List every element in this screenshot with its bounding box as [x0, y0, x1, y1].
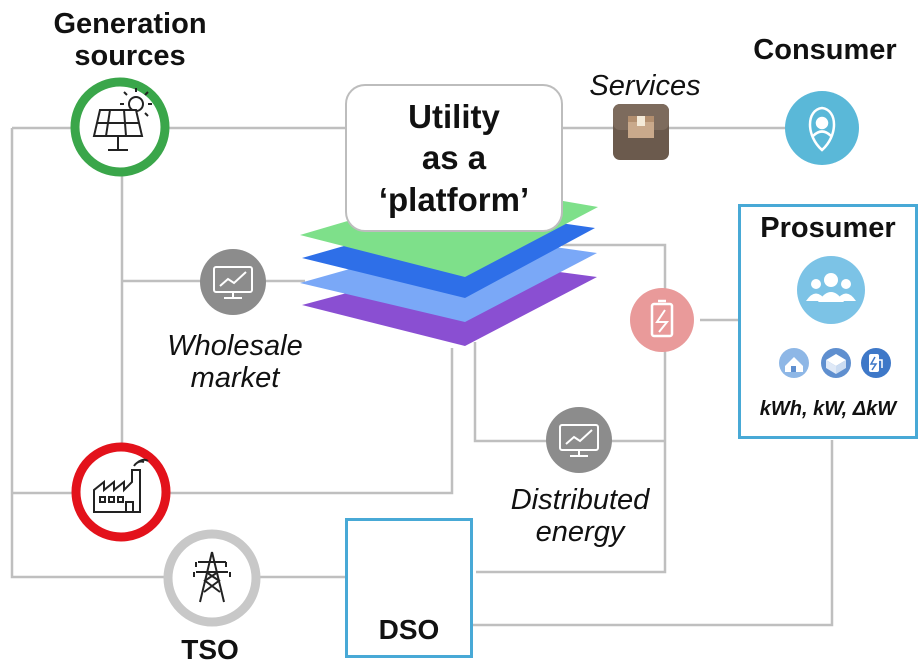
distributed-energy-node [546, 407, 612, 473]
utility-platform-label: Utility as a ‘platform’ [345, 84, 563, 232]
transmission-tower-icon [193, 551, 231, 603]
user-pin-icon [808, 106, 836, 152]
package-icon [628, 116, 654, 138]
battery-node [630, 288, 694, 352]
prosumer-units-label: kWh, kW, ΔkW [759, 398, 897, 420]
factory-icon [93, 458, 149, 513]
battery-charging-icon [650, 299, 674, 338]
monitor-chart-icon [213, 266, 253, 299]
distributed-energy-label: Distributed energy [510, 484, 650, 549]
generation-sources-label: Generation sources [53, 8, 207, 73]
services-node [613, 104, 669, 160]
dso-box [345, 518, 473, 658]
tso-label: TSO [181, 634, 239, 665]
wholesale-market-label: Wholesale market [167, 330, 303, 395]
wholesale-market-node [200, 249, 266, 315]
prosumer-label: Prosumer [760, 212, 896, 244]
solar-panel-icon [92, 88, 152, 151]
tso-node [163, 529, 261, 627]
monitor-chart-icon [559, 424, 599, 457]
consumer-node [785, 91, 859, 165]
fossil-generation-node [71, 442, 171, 542]
solar-generation-node [70, 77, 170, 177]
dso-label: DSO [378, 614, 440, 645]
services-label: Services [589, 70, 701, 102]
consumer-label: Consumer [753, 34, 897, 66]
